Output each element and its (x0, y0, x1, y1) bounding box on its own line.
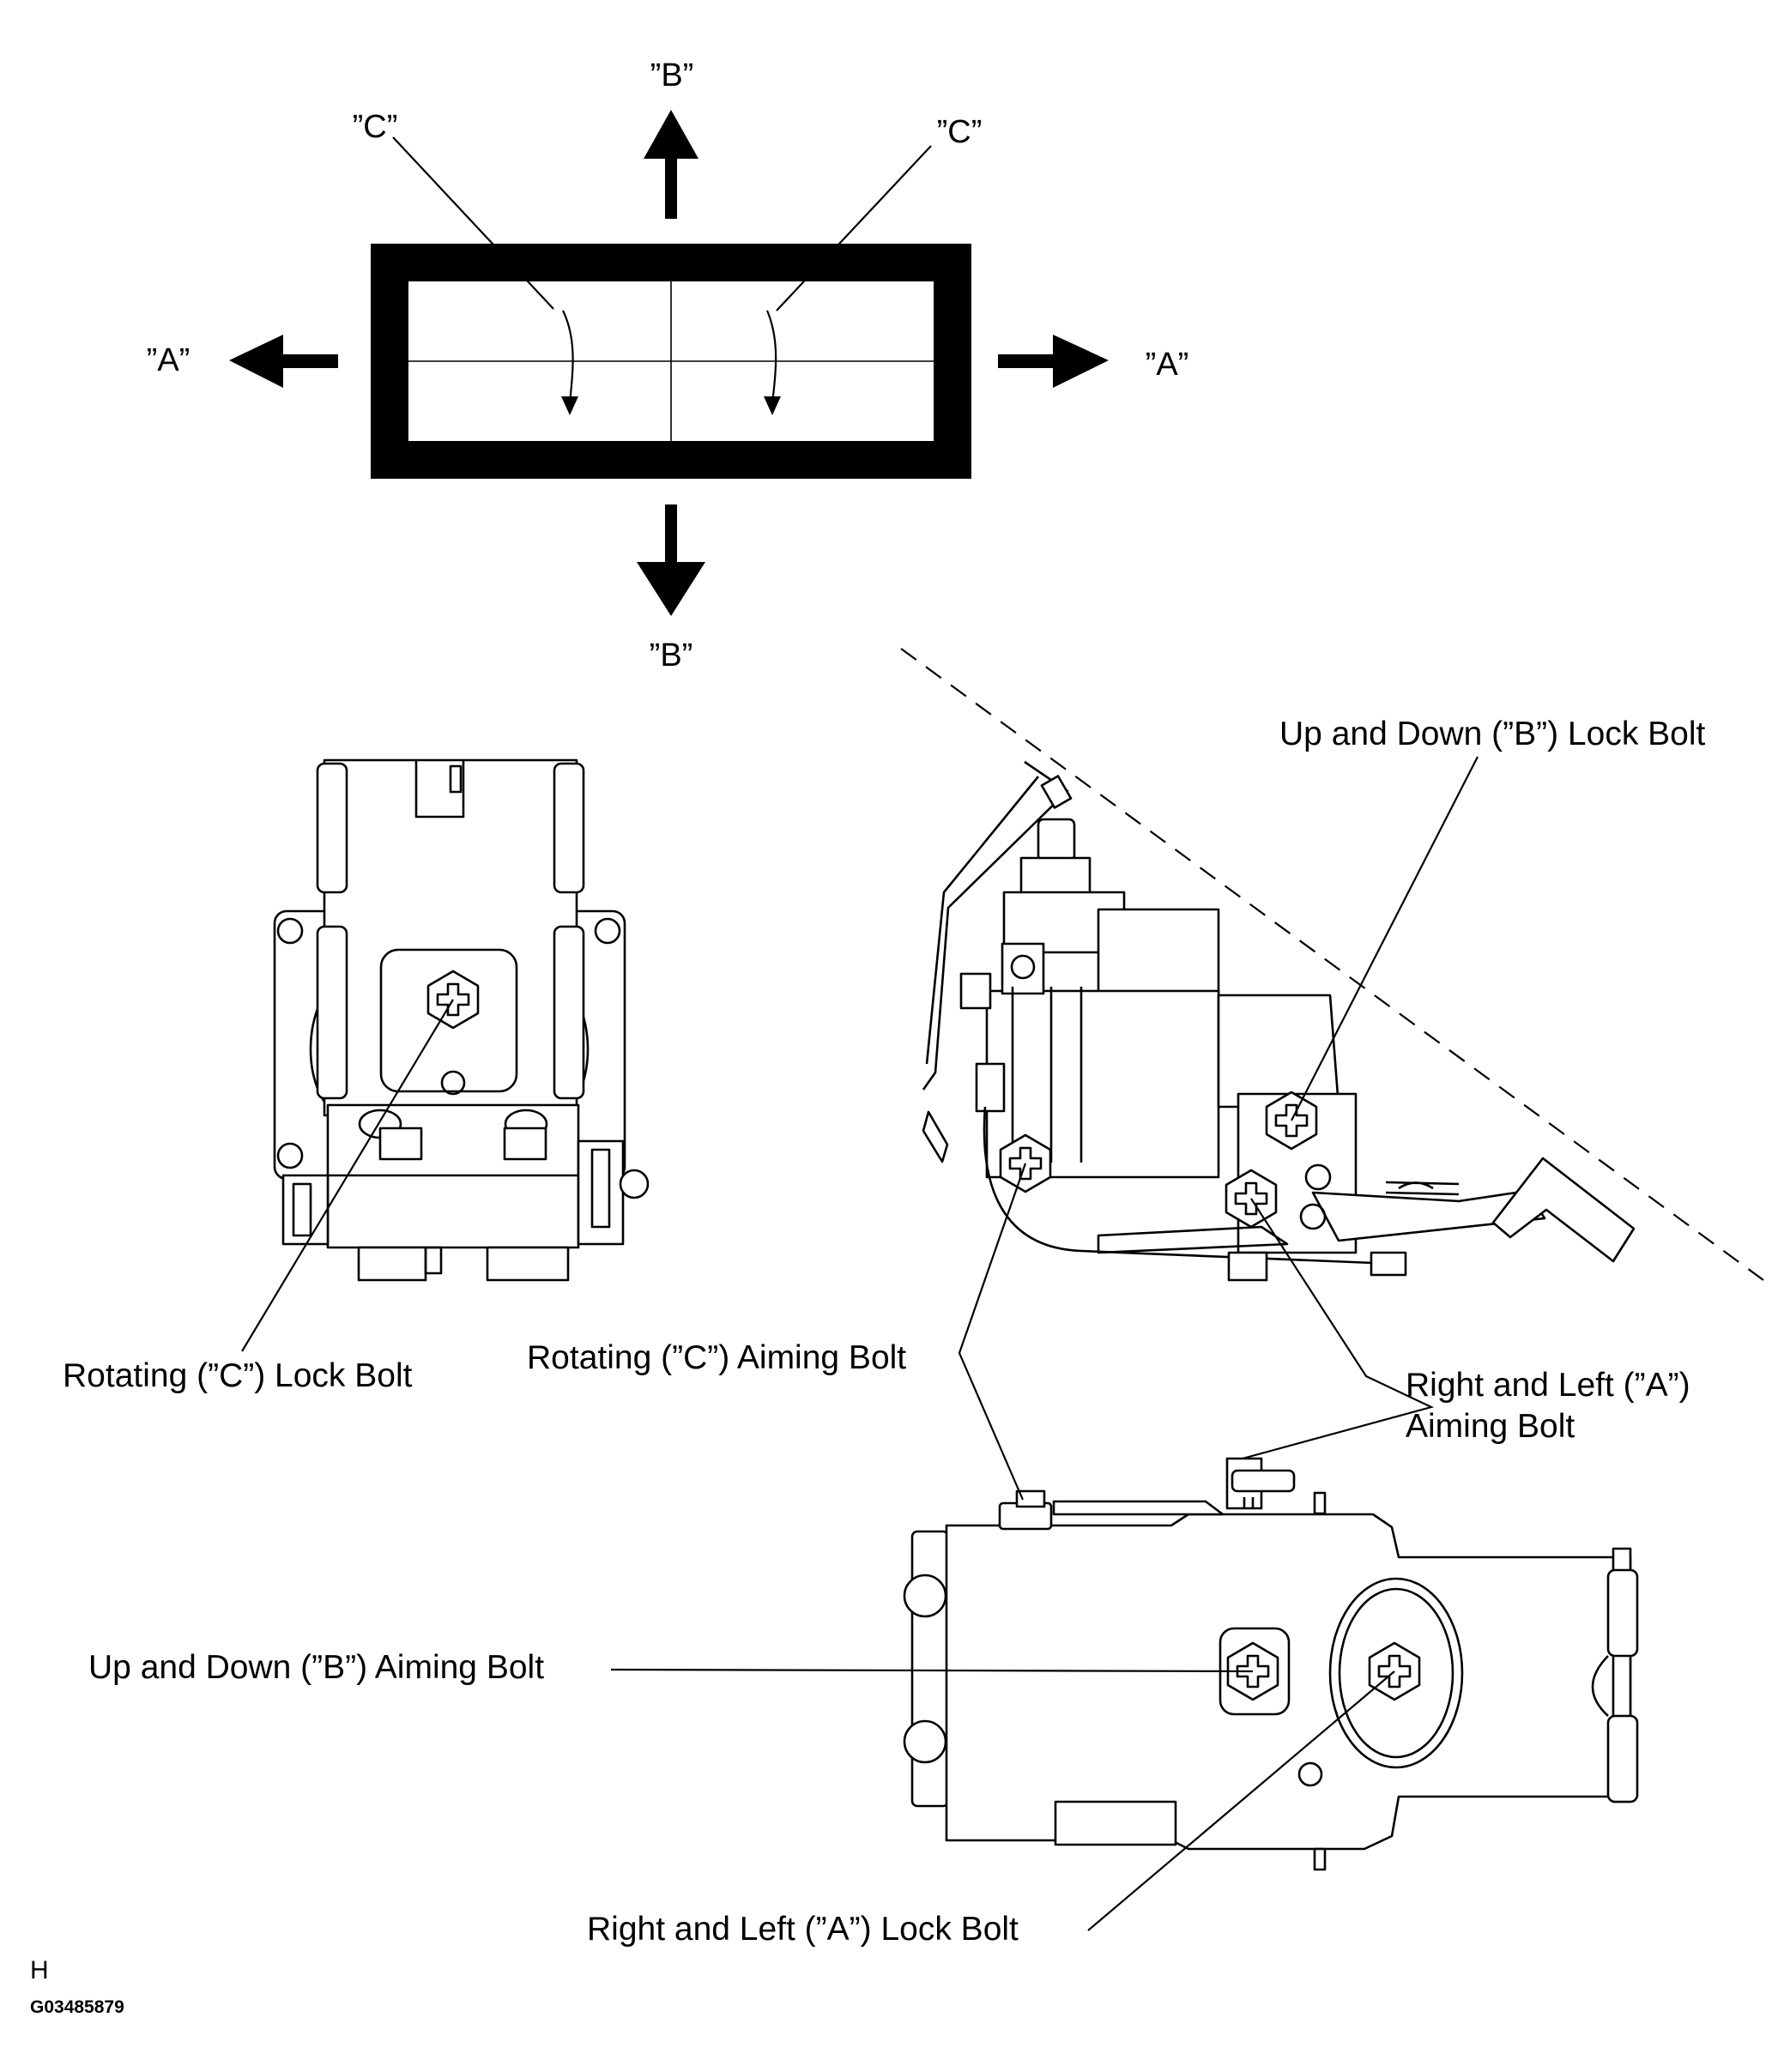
arrow-right-icon (998, 335, 1109, 388)
label-rotating-lock-bolt: Rotating (”C”) Lock Bolt (63, 1357, 413, 1394)
arrow-up-icon (644, 110, 698, 219)
direction-label-rotate-right: ”C” (937, 114, 983, 150)
direction-label-left: ”A” (147, 342, 190, 378)
leader-c-left (392, 136, 554, 310)
direction-label-rotate-left: ”C” (353, 109, 398, 145)
direction-label-up: ”B” (650, 57, 694, 94)
direction-label-down: ”B” (650, 637, 693, 674)
label-right-left-lock-bolt: Right and Left (”A”) Lock Bolt (587, 1911, 1019, 1948)
label-up-down-lock-bolt: Up and Down (”B”) Lock Bolt (1279, 716, 1706, 752)
direction-label-right: ”A” (1146, 347, 1189, 383)
label-right-left-aiming-bolt-line2: Aiming Bolt (1406, 1408, 1575, 1445)
aiming-screen (371, 244, 971, 479)
headlight-unit-front-view (273, 758, 650, 1282)
arrow-down-icon (637, 504, 705, 616)
cutaway-dashed-line (900, 648, 1764, 1281)
arrow-left-icon (229, 335, 338, 388)
leader-lines (241, 756, 1479, 1931)
leader-c-right (776, 145, 932, 311)
rotation-arrow-left (561, 310, 578, 415)
rotation-arrow-right (764, 310, 781, 415)
figure-letter: H (30, 1956, 49, 1984)
label-up-down-aiming-bolt: Up and Down (”B”) Aiming Bolt (88, 1649, 544, 1686)
headlight-unit-rear-view (903, 1457, 1639, 1871)
label-rotating-aiming-bolt: Rotating (”C”) Aiming Bolt (527, 1339, 906, 1376)
headlight-unit-side-view (922, 760, 1636, 1282)
figure-code: G03485879 (30, 1997, 124, 2017)
label-right-left-aiming-bolt-line1: Right and Left (”A”) (1406, 1367, 1690, 1404)
